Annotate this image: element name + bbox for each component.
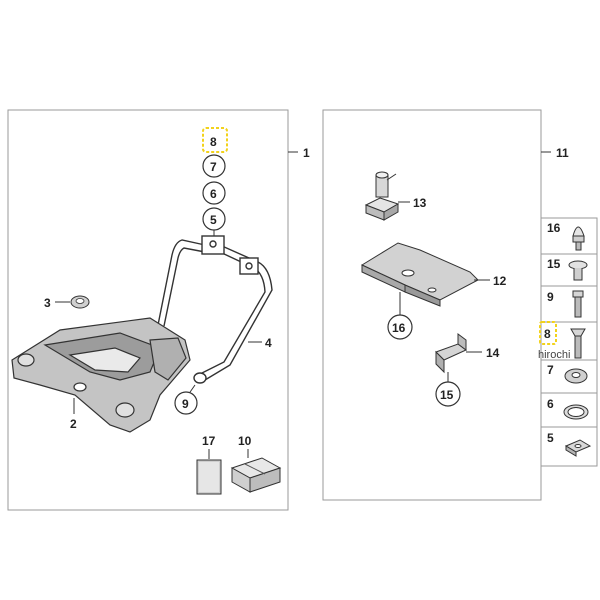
callout-circle-6 — [202, 181, 226, 205]
clip-front — [435, 350, 445, 374]
side-number-6: 6 — [547, 397, 554, 411]
part-10-label: 10 — [238, 434, 252, 448]
screw-9-shank — [574, 296, 582, 318]
tube-bracket-mid — [239, 257, 259, 275]
oring-6-inner — [567, 407, 585, 417]
tube-bracket-mid-hole — [245, 262, 253, 270]
tube-frame-part — [157, 235, 273, 384]
right-panel-frame — [322, 109, 542, 501]
callout-circle-16 — [387, 314, 413, 340]
packaging-box-part — [230, 457, 282, 493]
part-13-label: 13 — [413, 196, 427, 210]
knob-16-collar — [572, 235, 585, 243]
bolt-8-shank — [574, 335, 582, 359]
callout-15[interactable]: 15 — [440, 388, 454, 402]
booklet-cover — [199, 462, 219, 492]
grommet-inner — [75, 298, 85, 304]
assembly-1-number: 1 — [303, 146, 310, 160]
side-number-5: 5 — [547, 431, 554, 445]
cap-15-head — [568, 260, 588, 270]
callout-7[interactable]: 7 — [210, 160, 217, 174]
callout-9[interactable]: 9 — [182, 397, 189, 411]
callout-circle-7 — [202, 154, 226, 178]
left-assembly-panel: 1 — [7, 109, 310, 511]
rack-base-plate — [11, 317, 191, 433]
side-number-7: 7 — [547, 363, 554, 377]
part-2-label: 2 — [70, 417, 77, 431]
callout-16[interactable]: 16 — [392, 321, 406, 335]
tube-bracket-top — [201, 235, 225, 255]
tube-left-outer — [157, 239, 206, 326]
callout-5[interactable]: 5 — [210, 213, 217, 227]
right-assembly-panel: 11 — [322, 109, 569, 501]
grommet-part — [70, 295, 90, 309]
plate-boss-bottom — [115, 402, 135, 418]
lock-base-right — [383, 203, 399, 221]
manual-booklet-part — [196, 459, 222, 495]
tube-left-inner — [163, 247, 206, 327]
box-right-face — [249, 467, 281, 493]
side-number-9: 9 — [547, 290, 554, 304]
knob-16-stem — [575, 241, 582, 251]
plate-center — [68, 347, 142, 373]
nut-clip-5-front — [565, 445, 577, 457]
part-14-label: 14 — [486, 346, 500, 360]
box-tape — [244, 463, 266, 475]
highlight-box-8 — [202, 127, 228, 153]
tube-bracket-hole — [209, 240, 217, 248]
part-4-label: 4 — [265, 336, 272, 350]
side-parts-list: 16 15 9 8 hirochi 7 — [538, 217, 598, 467]
washer-7-icon — [564, 368, 588, 384]
washer-7-hole — [571, 372, 581, 378]
bolt-8-icon — [570, 328, 586, 359]
nut-clip-5-hole — [574, 444, 582, 448]
watermark-text: hirochi — [538, 349, 570, 361]
cap-15-body — [573, 268, 583, 281]
plate-hole-left — [73, 382, 87, 392]
part-17-label: 17 — [202, 434, 216, 448]
callout-stack-left: 8 7 6 5 — [202, 127, 228, 238]
side-number-16: 16 — [547, 221, 561, 235]
clip-tab — [457, 333, 467, 351]
screw-9-head — [572, 290, 584, 298]
part-12-label: 12 — [493, 274, 507, 288]
cap-15-icon — [568, 260, 588, 281]
callout-circle-9 — [174, 391, 198, 415]
screw-9-icon — [572, 290, 584, 318]
highlight-box-side-8 — [539, 321, 557, 345]
lock-face — [375, 171, 389, 179]
side-number-15: 15 — [547, 257, 561, 271]
locking-plate-part — [360, 242, 479, 307]
tube-end — [193, 372, 207, 384]
nut-clip-5-icon — [564, 439, 592, 457]
plate-side — [404, 284, 441, 307]
assembly-11-number: 11 — [556, 146, 569, 160]
oring-6-icon — [563, 404, 589, 420]
lock-cylinder-part — [364, 171, 400, 221]
tube-right-outer — [204, 245, 273, 381]
knob-16-icon — [572, 226, 585, 251]
plate-right-block — [149, 337, 187, 381]
plate-hole — [401, 269, 415, 277]
callout-6[interactable]: 6 — [210, 187, 217, 201]
plate-boss-left — [17, 353, 35, 367]
part-3-label: 3 — [44, 296, 51, 310]
plate-hole-2 — [427, 287, 437, 293]
side-list-frame — [540, 217, 598, 467]
left-panel-frame — [7, 109, 289, 511]
callout-8[interactable]: 8 — [210, 135, 217, 149]
callout-circle-15 — [435, 381, 461, 407]
clip-part — [435, 333, 467, 374]
side-number-8: 8 — [544, 327, 551, 341]
lock-key — [386, 173, 397, 181]
